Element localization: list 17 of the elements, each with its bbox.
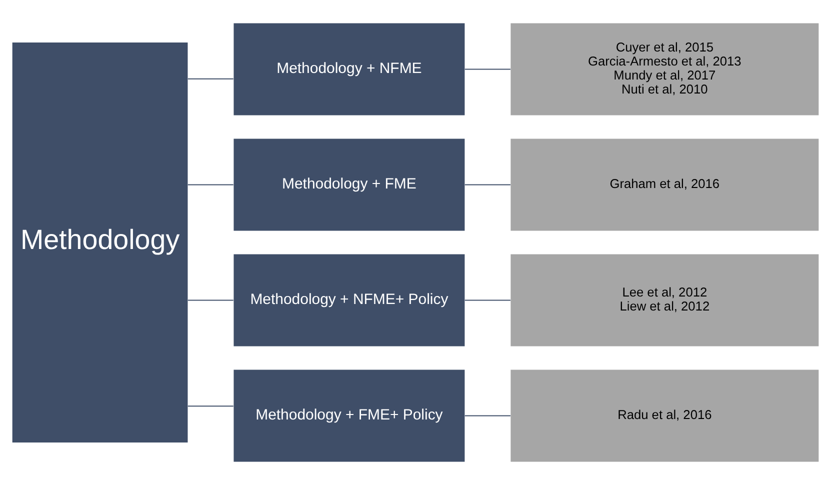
node-box: Methodology + NFME: [234, 22, 465, 115]
node-box: Methodology: [12, 42, 188, 442]
connector: [464, 414, 510, 416]
node-box: Graham et al, 2016: [510, 138, 819, 230]
node-box: Radu et al, 2016: [510, 369, 819, 462]
connector: [188, 184, 234, 185]
node-box: Cuyer et al, 2015 Garcia-Armesto et al, 2013 Mundy et al, 2017 Nuti et al, 2010: [510, 22, 819, 115]
connector: [188, 405, 234, 406]
node-box: Methodology + NFME+ Policy: [234, 254, 465, 346]
connector: [188, 299, 234, 300]
connector: [464, 184, 510, 185]
node-box: Methodology + FME: [234, 138, 465, 230]
node-box: Lee et al, 2012 Liew et al, 2012: [510, 254, 819, 346]
connector: [188, 78, 234, 79]
node-box: Methodology + FME+ Policy: [234, 369, 465, 462]
connector: [464, 68, 510, 70]
connector: [464, 299, 510, 300]
